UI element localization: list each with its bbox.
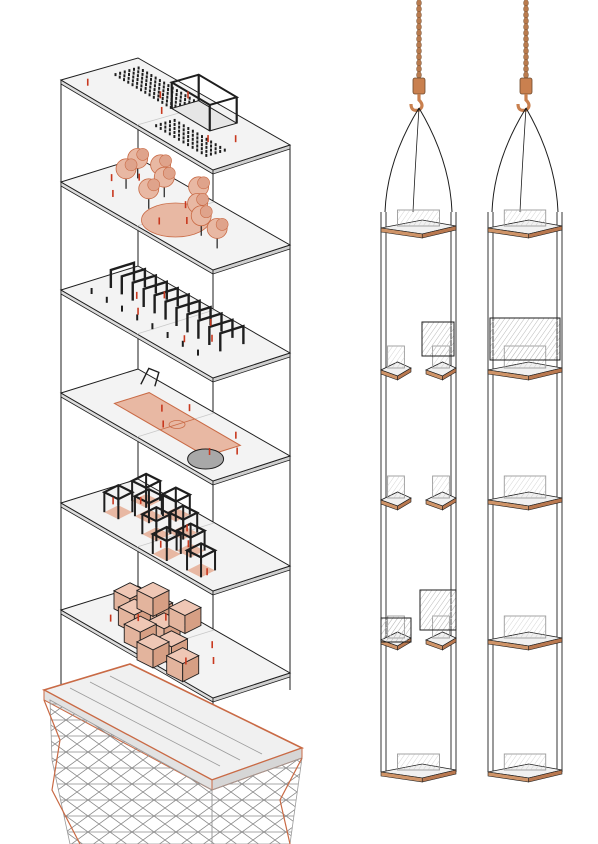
person-figure [235,431,237,439]
person-figure [159,540,162,548]
person-figure [137,614,140,622]
person-figure [109,614,112,622]
person-figure [112,497,114,505]
person-figure [160,106,163,114]
hanging-column-a [379,0,457,783]
box-module [421,321,455,357]
person-figure [236,447,238,455]
person-figure [187,540,190,548]
hook-a-icon [409,77,426,112]
box-module [419,589,457,631]
person-figure [159,91,162,99]
person-figure [234,135,237,143]
person-figure [135,291,138,299]
person-figure [139,496,142,504]
stage-module [489,317,561,361]
hanging-column-b [487,0,563,783]
truss-base-platform [41,663,305,844]
person-figure [188,404,191,412]
seating-and-stage-elements [86,66,240,157]
person-figure [211,334,213,342]
person-figure [211,641,213,649]
frames-floor [59,261,292,383]
court-floor [59,367,292,486]
open-pavilions-elements [101,472,218,578]
tree-plaza-floor [59,147,292,275]
tower-stack [59,57,292,760]
person-figure [161,404,163,412]
person-figure [206,568,208,576]
hook-b-icon [516,77,533,112]
person-figure [165,613,167,621]
person-figure [184,201,187,209]
person-figure [138,173,140,181]
sports-court-elements [113,367,242,470]
person-figure [187,91,189,99]
box-module [380,617,412,643]
person-figure [186,217,188,224]
person-figure [209,318,212,326]
person-figure [183,335,186,343]
person-figure [86,78,89,86]
person-figure [185,657,187,665]
person-figure [208,448,211,455]
seating-stage-floor [59,57,292,175]
person-figure [207,135,209,143]
person-figure [110,174,113,182]
person-figure [162,420,164,428]
hanging-module-columns [379,0,563,783]
person-figure [212,657,215,664]
pavilions-floor [59,472,292,596]
enclosed-boxes-elements [109,581,215,683]
person-figure [163,291,166,299]
person-figure [158,217,161,225]
trees-and-plaza-elements [110,147,229,249]
boxes-floor [59,581,292,703]
person-figure [186,524,188,532]
portal-frames-elements [90,261,245,356]
person-figure [137,307,139,315]
person-figure [112,189,114,197]
